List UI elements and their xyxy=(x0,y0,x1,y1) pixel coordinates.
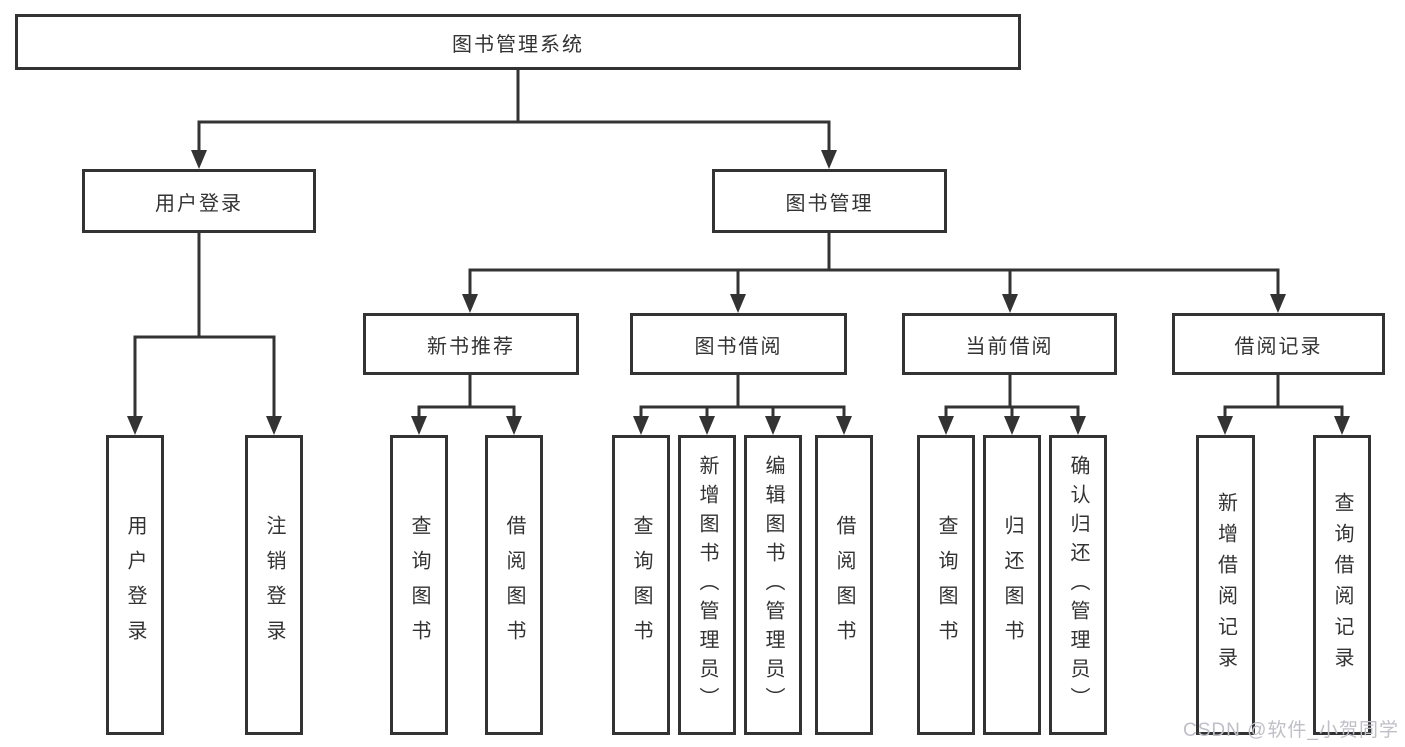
leaf-user-login: 用户登录 xyxy=(106,435,164,735)
leaf-user-login-label: 用户登录 xyxy=(124,515,146,655)
leaf-confirm-return-admin: 确认归还（管理员） xyxy=(1049,435,1107,735)
node-book-borrowing: 图书借阅 xyxy=(630,313,847,375)
leaf-return-books-label: 归还图书 xyxy=(1001,515,1023,655)
leaf-add-books-admin: 新增图书（管理员） xyxy=(678,435,736,735)
node-user-login-label: 用户登录 xyxy=(155,192,243,215)
node-new-book-recommend: 新书推荐 xyxy=(363,313,579,375)
node-borrowing-records: 借阅记录 xyxy=(1172,313,1385,375)
leaf-edit-books-admin-label: 编辑图书（管理员） xyxy=(762,454,784,716)
leaf-query-borrow-record-label: 查询借阅记录 xyxy=(1331,492,1353,678)
leaf-add-books-admin-label: 新增图书（管理员） xyxy=(696,454,718,716)
node-current-borrowing-label: 当前借阅 xyxy=(965,335,1054,358)
node-book-management-label: 图书管理 xyxy=(785,192,874,215)
watermark: CSDN @软件_小贺同学 xyxy=(1183,720,1399,741)
node-user-login: 用户登录 xyxy=(82,169,316,233)
leaf-borrow-books-recommend: 借阅图书 xyxy=(485,435,543,735)
leaf-query-books-current: 查询图书 xyxy=(917,435,975,735)
node-current-borrowing: 当前借阅 xyxy=(902,313,1117,375)
leaf-logout: 注销登录 xyxy=(245,435,303,735)
leaf-query-books-borrowing: 查询图书 xyxy=(612,435,670,735)
leaf-add-borrow-record: 新增借阅记录 xyxy=(1196,435,1255,735)
node-book-borrowing-label: 图书借阅 xyxy=(694,335,783,358)
leaf-borrow-books-recommend-label: 借阅图书 xyxy=(503,515,525,655)
leaf-query-books-borrowing-label: 查询图书 xyxy=(630,515,652,655)
leaf-borrow-books-borrowing-label: 借阅图书 xyxy=(833,515,855,655)
leaf-return-books: 归还图书 xyxy=(983,435,1041,735)
node-root: 图书管理系统 xyxy=(15,14,1021,70)
connector-arrowheads xyxy=(127,150,1350,435)
node-root-label: 图书管理系统 xyxy=(452,33,584,56)
node-book-management: 图书管理 xyxy=(712,169,947,233)
leaf-borrow-books-borrowing: 借阅图书 xyxy=(815,435,873,735)
leaf-logout-label: 注销登录 xyxy=(263,515,285,655)
leaf-query-books-current-label: 查询图书 xyxy=(935,515,957,655)
leaf-add-borrow-record-label: 新增借阅记录 xyxy=(1214,492,1237,678)
leaf-query-borrow-record: 查询借阅记录 xyxy=(1313,435,1371,735)
node-new-book-recommend-label: 新书推荐 xyxy=(427,335,515,358)
leaf-confirm-return-admin-label: 确认归还（管理员） xyxy=(1067,454,1089,716)
leaf-query-books-recommend: 查询图书 xyxy=(390,435,448,735)
leaf-edit-books-admin: 编辑图书（管理员） xyxy=(744,435,802,735)
leaf-query-books-recommend-label: 查询图书 xyxy=(408,515,430,655)
node-borrowing-records-label: 借阅记录 xyxy=(1234,335,1323,358)
